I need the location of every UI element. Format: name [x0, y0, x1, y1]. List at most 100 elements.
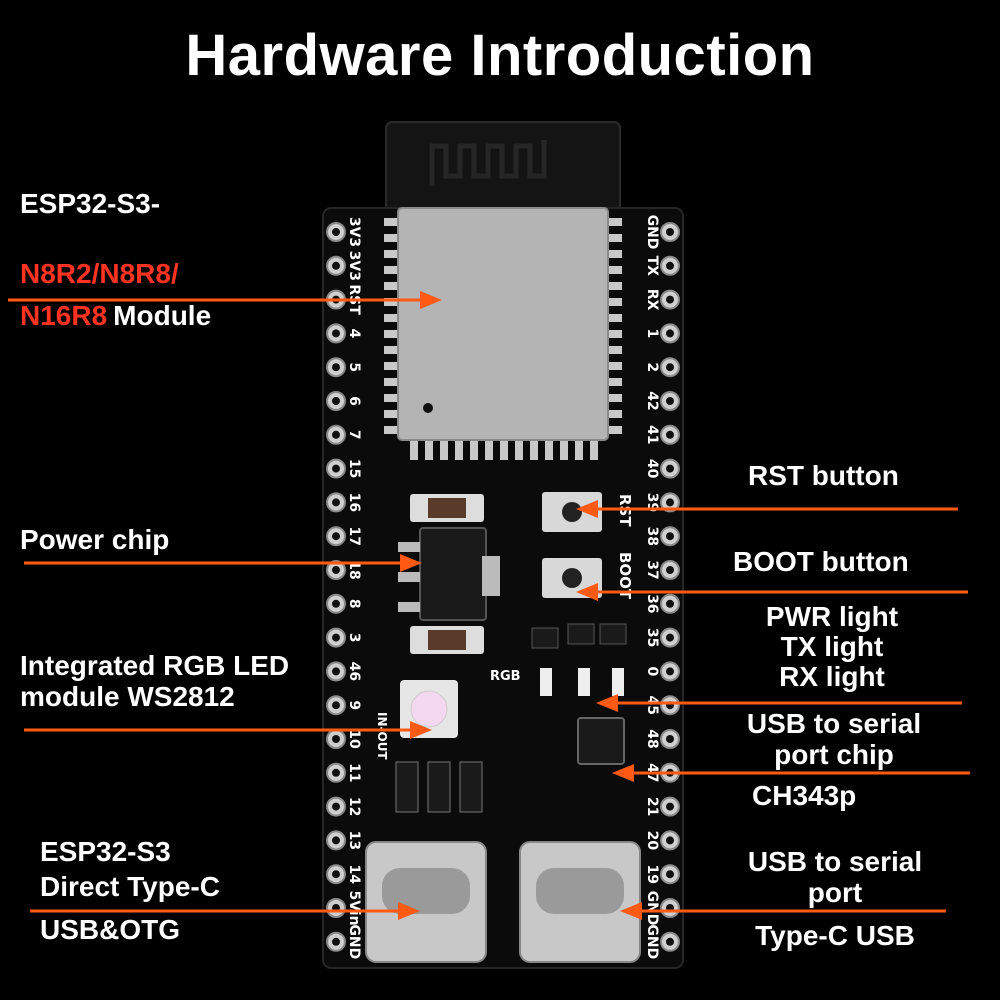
power-chip-pin-2	[398, 572, 420, 582]
right-pin-hole	[666, 836, 674, 845]
left-pin-label: 17	[346, 526, 362, 545]
left-pin-label: 3V3	[346, 251, 362, 281]
left-pin-label: GND	[346, 924, 362, 959]
rgb-led-lens	[410, 690, 448, 728]
right-pin-label: 21	[644, 797, 660, 816]
right-pin-label: TX	[644, 256, 660, 277]
module-pad	[606, 282, 622, 290]
label-lights-line3: RX light	[779, 661, 885, 692]
left-pin-hole	[332, 566, 340, 574]
left-pin-hole	[332, 870, 340, 879]
left-pin-label: 6	[346, 396, 362, 406]
left-pin-hole	[332, 667, 340, 676]
left-pin-hole	[332, 397, 340, 405]
left-pin-hole	[332, 599, 340, 608]
right-pin-label: 48	[644, 729, 660, 748]
callout-arrow-head	[398, 902, 420, 920]
callout-arrow-head	[410, 721, 432, 739]
right-pin-hole	[666, 295, 674, 304]
module-pad	[575, 440, 583, 460]
right-pin-label: 41	[644, 425, 660, 444]
module-pad	[384, 266, 400, 274]
module-pad	[606, 330, 622, 338]
label-power-chip: Power chip	[20, 524, 170, 555]
left-pin-hole	[332, 498, 340, 507]
module-pad	[560, 440, 568, 460]
diode-1	[395, 761, 419, 813]
module-pad	[384, 218, 400, 226]
right-pin-label: 20	[644, 831, 660, 851]
label-rgb-led: Integrated RGB LED module WS2812	[20, 650, 289, 712]
left-pin-hole	[332, 735, 340, 743]
module-pad	[384, 250, 400, 258]
label-otg-line3: USB&OTG	[40, 914, 180, 945]
left-pin-label: 4	[346, 329, 362, 339]
label-serial-chip-line3: CH343p	[752, 780, 857, 811]
ch343-chip	[577, 717, 625, 765]
module-pad	[384, 394, 400, 402]
right-pin-label: 45	[644, 695, 660, 714]
right-pin-hole	[666, 937, 674, 946]
label-otg: ESP32-S3 Direct Type-C USB&OTG	[40, 834, 220, 947]
label-rst: RST button	[748, 460, 899, 491]
module-pad	[384, 298, 400, 306]
right-pin-hole	[666, 430, 674, 439]
silk-in-out: IN-OUT	[375, 712, 389, 760]
callout-arrow-head	[400, 554, 422, 572]
module-pad	[606, 298, 622, 306]
module-pad	[384, 426, 400, 434]
module-pad	[384, 378, 400, 386]
module-pad	[606, 394, 622, 402]
left-pin-hole	[332, 701, 340, 710]
left-pin-label: 9	[346, 700, 362, 710]
label-serial-chip: USB to serial port chip CH343p	[722, 708, 946, 811]
left-pin-label: 7	[346, 430, 362, 440]
right-pin-label: 38	[644, 526, 660, 545]
callout-arrow-head	[576, 500, 598, 518]
left-pin-label: 14	[346, 864, 362, 884]
diode-2	[427, 761, 451, 813]
label-lights-line1: PWR light	[765, 601, 899, 632]
left-pin-label: 5Vin	[346, 890, 362, 925]
module-pad	[606, 314, 622, 322]
small-chip-2	[567, 623, 595, 645]
label-serial-usb-line3: Type-C USB	[755, 920, 915, 951]
callout-arrow-head	[420, 291, 442, 309]
label-module-red1: N8R2/N8R8/	[20, 258, 179, 289]
left-pin-hole	[332, 329, 340, 338]
module-pad	[606, 250, 622, 258]
left-pin-hole	[332, 802, 340, 811]
antenna-trace	[429, 140, 547, 186]
module-pad	[590, 440, 598, 460]
module-pad	[384, 346, 400, 354]
module-castellated-pads	[384, 218, 622, 460]
right-pin-hole	[666, 532, 674, 541]
usb-otg-port	[382, 868, 470, 914]
diode-3	[459, 761, 483, 813]
resistor-top-body	[428, 498, 466, 518]
label-module-suffix: Module	[113, 300, 212, 331]
label-otg-line1: ESP32-S3	[40, 836, 171, 867]
power-chip-pin-3	[398, 602, 420, 612]
right-pin-hole	[666, 464, 674, 473]
right-pin-label: 0	[644, 667, 660, 677]
right-pin-hole	[666, 633, 674, 642]
power-chip-tab	[482, 556, 500, 596]
resistor-bottom-body	[428, 630, 466, 650]
module-pad	[606, 266, 622, 274]
module-pad	[606, 426, 622, 434]
label-rgb-line1: Integrated RGB LED	[20, 650, 290, 681]
module-pad	[606, 378, 622, 386]
label-lights: PWR light TX light RX light	[740, 602, 924, 692]
page-title: Hardware Introduction	[185, 23, 815, 88]
small-chip-1	[531, 627, 559, 649]
right-pin-label: 2	[644, 362, 660, 372]
silk-rgb: RGB	[490, 669, 521, 684]
callout-arrow-head	[620, 902, 642, 920]
module-pad	[545, 440, 553, 460]
left-pin-label: 10	[346, 729, 362, 749]
label-serial-chip-line1: USB to serial	[746, 708, 922, 739]
right-pin-hole	[666, 566, 674, 574]
left-pin-label: 5	[346, 362, 362, 372]
